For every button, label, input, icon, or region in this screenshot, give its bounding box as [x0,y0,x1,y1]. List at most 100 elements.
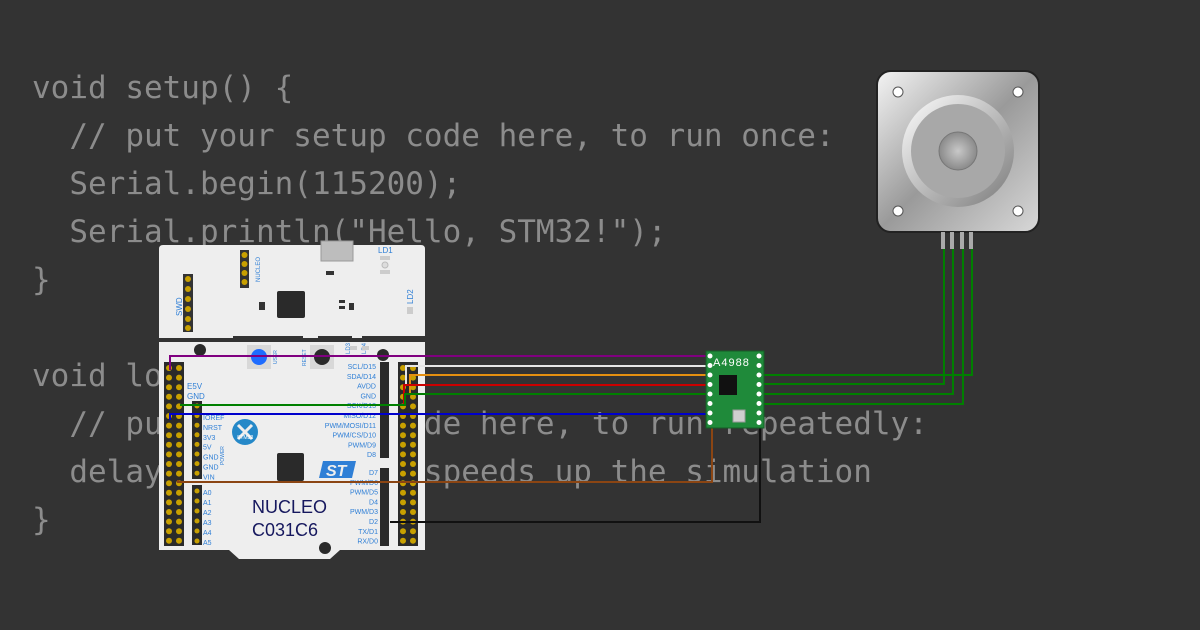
header-pin[interactable] [410,393,416,400]
header-pin[interactable] [194,538,200,544]
header-pin[interactable] [400,528,406,535]
header-pin[interactable] [176,528,182,535]
header-pin[interactable] [194,488,200,494]
header-pin[interactable] [166,499,172,506]
header-pin[interactable] [194,518,200,524]
header-pin[interactable] [194,441,200,447]
header-pin[interactable] [194,461,200,467]
header-pin[interactable] [176,470,182,477]
driver-pin[interactable] [756,410,762,416]
a4988-driver[interactable]: A4988 [705,350,765,429]
header-pin[interactable] [166,384,172,391]
header-pin[interactable] [166,441,172,448]
driver-pin[interactable] [756,401,762,406]
stepper-motor[interactable] [876,70,1040,249]
header-pin[interactable] [194,451,200,457]
header-pin[interactable] [410,374,416,381]
driver-pin[interactable] [756,363,762,368]
header-pin[interactable] [400,374,406,381]
header-pin[interactable] [176,461,182,467]
header-pin[interactable] [176,422,182,429]
header-pin[interactable] [166,480,172,487]
wire-purple[interactable] [169,355,710,370]
header-pin[interactable] [166,537,172,544]
driver-pin[interactable] [707,420,713,425]
driver-pin[interactable] [707,401,713,406]
header-pin[interactable] [400,461,406,467]
header-pin[interactable] [410,451,416,458]
arduino-digital-header[interactable] [380,362,389,546]
header-pin[interactable] [166,374,172,381]
header-pin[interactable] [166,403,172,410]
header-pin[interactable] [400,499,406,506]
header-pin[interactable] [166,432,172,439]
header-pin[interactable] [176,374,182,381]
header-pin[interactable] [410,489,416,496]
header-pin[interactable] [176,518,182,525]
header-pin[interactable] [194,528,200,534]
header-pin[interactable] [400,432,406,439]
header-pin[interactable] [400,489,406,496]
driver-pin[interactable] [707,382,713,387]
header-pin[interactable] [400,451,406,458]
header-pin[interactable] [400,509,406,515]
driver-pin[interactable] [707,410,713,416]
header-pin[interactable] [166,470,172,477]
header-pin[interactable] [410,432,416,439]
header-pin[interactable] [176,499,182,506]
nucleo-board[interactable]: NUCLEO LD1 LD2 SWD [159,240,425,559]
header-pin[interactable] [410,499,416,506]
driver-pin[interactable] [707,353,713,359]
wire-blue[interactable] [169,413,710,420]
wire-motor-1[interactable] [760,248,945,385]
wire-white[interactable] [405,365,710,384]
wire-motor-3[interactable] [760,248,964,405]
header-pin[interactable] [176,393,182,400]
wire-motor-4[interactable] [760,248,973,376]
header-pin[interactable] [166,461,172,467]
header-pin[interactable] [166,451,172,458]
right-morpho-header[interactable] [398,362,418,546]
header-pin[interactable] [176,451,182,458]
header-pin[interactable] [410,441,416,448]
driver-pin[interactable] [756,391,762,397]
wire-brown[interactable] [177,420,713,483]
header-pin[interactable] [166,518,172,525]
analog-header[interactable] [192,485,202,545]
header-pin[interactable] [176,432,182,439]
header-pin[interactable] [400,537,406,544]
header-pin[interactable] [410,528,416,535]
header-pin[interactable] [194,432,200,438]
header-pin[interactable] [410,537,416,544]
header-pin[interactable] [400,422,406,429]
driver-pin[interactable] [756,353,762,359]
header-pin[interactable] [166,489,172,496]
header-pin[interactable] [166,509,172,515]
header-pin[interactable] [194,470,200,476]
wire-motor-2[interactable] [760,248,954,395]
header-pin[interactable] [400,441,406,448]
driver-pin[interactable] [707,363,713,368]
wire-green[interactable] [180,393,710,406]
header-pin[interactable] [410,422,416,429]
header-pin[interactable] [166,528,172,535]
header-pin[interactable] [194,498,200,504]
header-pin[interactable] [410,470,416,477]
header-pin[interactable] [176,509,182,515]
header-pin[interactable] [410,509,416,515]
wire-orange[interactable] [409,374,710,394]
header-pin[interactable] [176,384,182,391]
left-morpho-header[interactable] [164,362,184,546]
header-pin[interactable] [400,365,406,371]
header-pin[interactable] [166,393,172,400]
header-pin[interactable] [166,422,172,429]
header-pin[interactable] [176,489,182,496]
header-pin[interactable] [410,461,416,467]
driver-pin[interactable] [707,372,713,378]
driver-pin[interactable] [756,420,762,425]
driver-pin[interactable] [756,372,762,378]
header-pin[interactable] [400,470,406,477]
header-pin[interactable] [176,365,182,371]
header-pin[interactable] [176,441,182,448]
driver-pin[interactable] [707,391,713,397]
